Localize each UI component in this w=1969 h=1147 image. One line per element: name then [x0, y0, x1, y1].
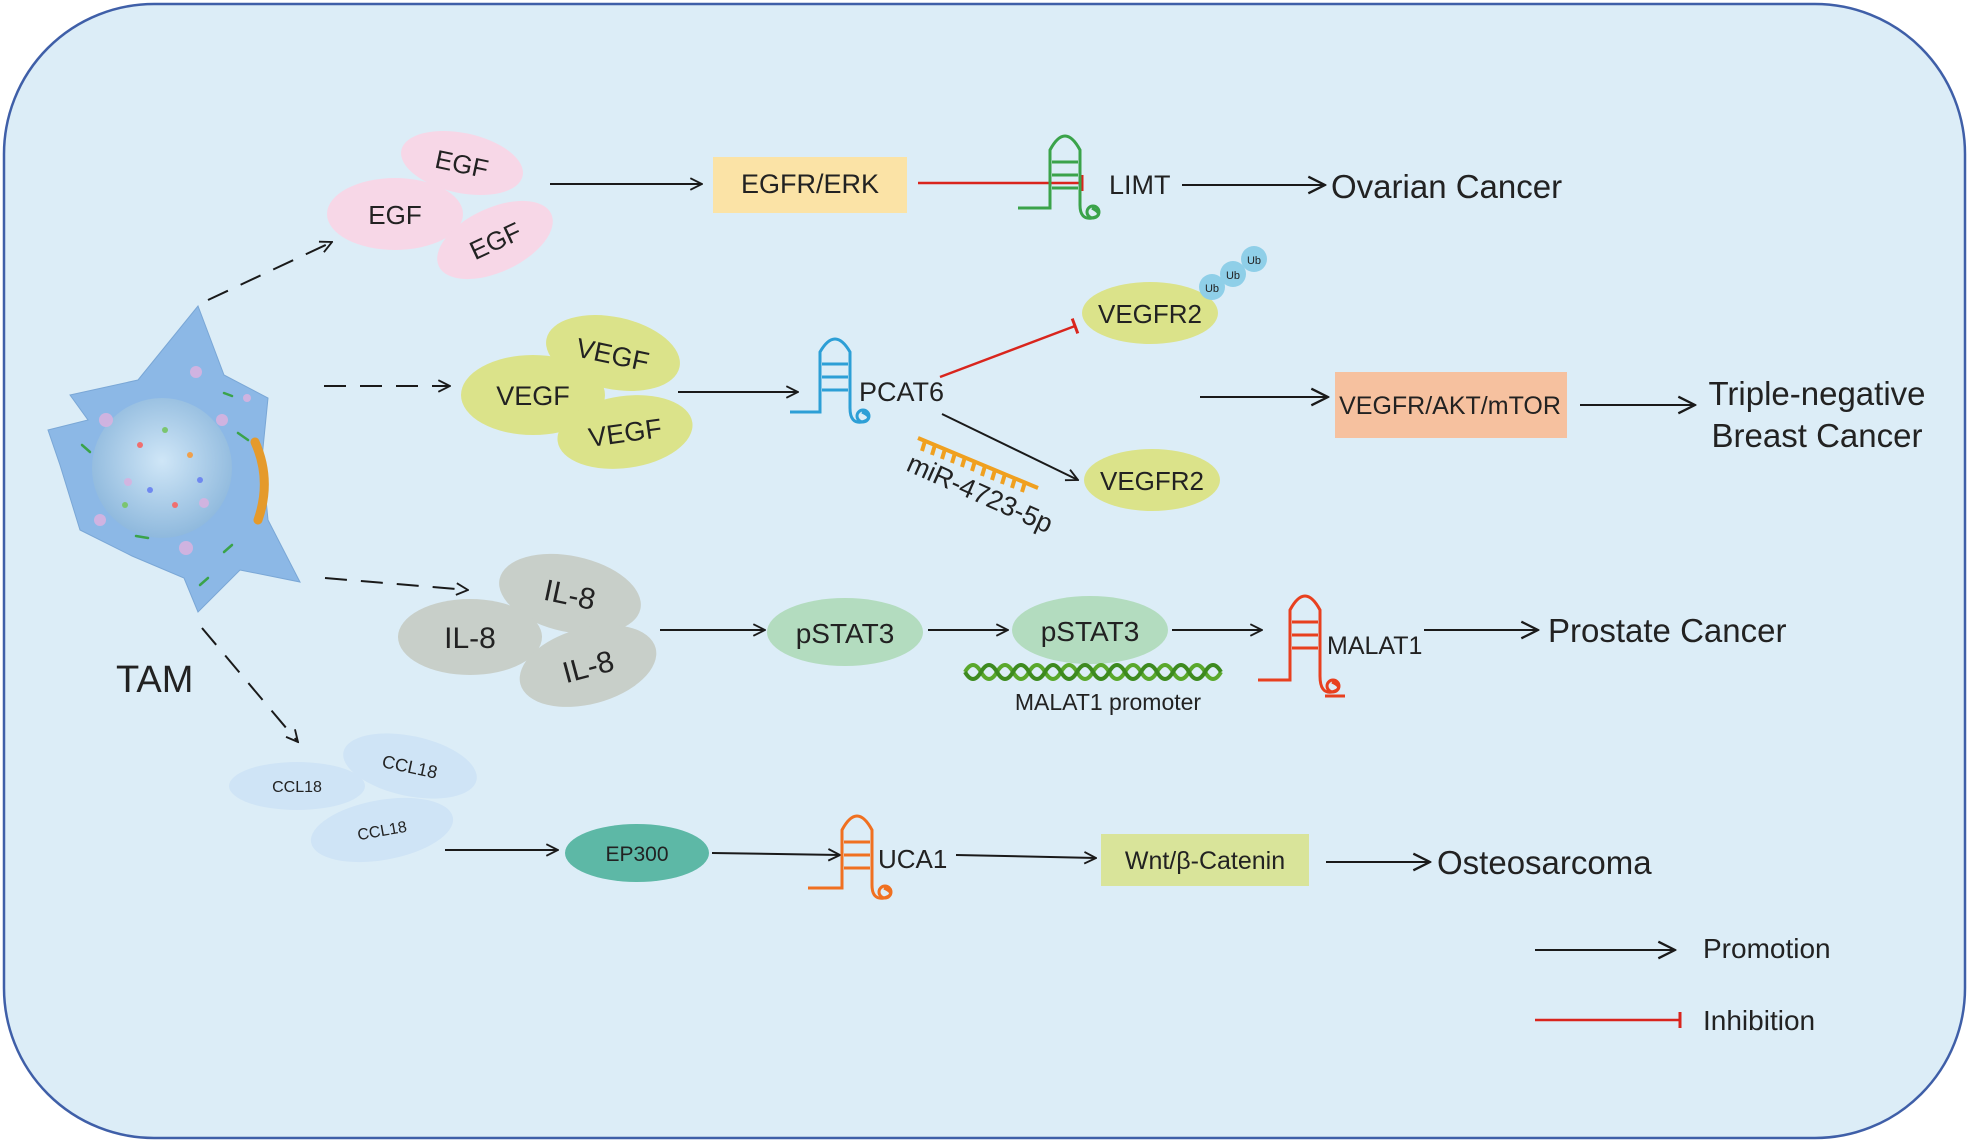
- uca1-label: UCA1: [878, 844, 947, 874]
- svg-text:EGFR/ERK: EGFR/ERK: [741, 169, 879, 199]
- tam-label: TAM: [116, 659, 193, 701]
- pstat3-2: pSTAT3: [1012, 596, 1168, 664]
- svg-text:Ub: Ub: [1226, 270, 1240, 282]
- il8-molecule: IL-8: [519, 625, 657, 707]
- svg-text:CCL18: CCL18: [272, 779, 322, 796]
- arrow-uca1-to-wnt: [955, 855, 1096, 858]
- arrow-ep300-to-uca1: [711, 853, 840, 855]
- organelle: [250, 437, 269, 525]
- limt-lncrna-icon: [1018, 134, 1101, 220]
- svg-text:IL-8: IL-8: [444, 622, 496, 655]
- tam-cell: TAM: [47, 305, 301, 701]
- legend-inhibition-label: Inhibition: [1703, 1005, 1815, 1036]
- svg-text:pSTAT3: pSTAT3: [1041, 616, 1140, 647]
- dashed-arrow-il8: [324, 577, 468, 590]
- tam-dashed-arrows: [201, 242, 468, 742]
- dashed-arrow-egf: [207, 242, 332, 301]
- svg-text:Wnt/β-Catenin: Wnt/β-Catenin: [1125, 847, 1285, 875]
- dna-helix-icon: [963, 663, 1223, 681]
- svg-text:VEGFR2: VEGFR2: [1098, 299, 1202, 329]
- egfr-erk-box: EGFR/ERK: [713, 157, 907, 213]
- egf-row: EGF EGF EGF EGFR/ERK LIMT Ovarian Cancer: [327, 130, 1562, 280]
- egf-molecule: EGF: [401, 130, 523, 196]
- ovarian-cancer-label: Ovarian Cancer: [1331, 168, 1562, 205]
- wnt-catenin-box: Wnt/β-Catenin: [1101, 834, 1309, 886]
- malat1-lncrna-icon: [1258, 594, 1345, 698]
- ep300-node: EP300: [565, 824, 709, 882]
- tnbc-label-line1: Triple-negative: [1708, 375, 1925, 412]
- malat1-promoter-label: MALAT1 promoter: [1015, 689, 1202, 715]
- svg-text:VEGF: VEGF: [496, 381, 570, 411]
- pcat6-lncrna-icon: [790, 337, 871, 424]
- granules: [94, 366, 251, 555]
- arrow-pcat6-to-vegfr2: [941, 413, 1078, 480]
- pcat6-label: PCAT6: [859, 377, 944, 407]
- svg-text:Ub: Ub: [1205, 283, 1219, 295]
- mirna-icon: [917, 436, 1039, 493]
- svg-text:VEGFR/AKT/mTOR: VEGFR/AKT/mTOR: [1339, 392, 1561, 420]
- dashed-arrow-ccl18: [201, 627, 298, 742]
- vegfr-akt-mtor-box: VEGFR/AKT/mTOR: [1335, 372, 1567, 438]
- svg-text:EP300: EP300: [605, 843, 668, 866]
- uca1-lncrna-icon: [808, 814, 893, 900]
- vegf-molecule: VEGF: [461, 355, 605, 435]
- il8-molecule: IL-8: [398, 599, 542, 675]
- ccl18-molecule: CCL18: [229, 762, 365, 810]
- pstat3-1: pSTAT3: [767, 598, 923, 666]
- legend-promotion-label: Promotion: [1703, 933, 1831, 964]
- nucleus: [92, 398, 232, 538]
- ccl18-molecule: CCL18: [310, 797, 454, 863]
- inhibit-pcat6-to-vegfr2: [939, 317, 1080, 379]
- tnbc-label-line2: Breast Cancer: [1712, 417, 1923, 454]
- egf-molecule: EGF: [327, 178, 463, 250]
- limt-label: LIMT: [1109, 170, 1171, 200]
- vegfr2-bottom: VEGFR2: [1084, 449, 1220, 511]
- vesicle-dots: [122, 427, 203, 508]
- malat1-label: MALAT1: [1327, 632, 1422, 660]
- il8-molecule: IL-8: [499, 553, 641, 635]
- egf-molecule: EGF: [437, 200, 553, 280]
- il8-row: IL-8 IL-8 IL-8 pSTAT3 pSTAT3 MALAT1 prom…: [398, 553, 1786, 715]
- svg-text:EGF: EGF: [368, 200, 421, 230]
- prostate-cancer-label: Prostate Cancer: [1548, 612, 1786, 649]
- svg-text:pSTAT3: pSTAT3: [796, 618, 895, 649]
- svg-text:Ub: Ub: [1247, 255, 1261, 267]
- vegf-molecule: VEGF: [557, 395, 693, 469]
- cytoskeleton-marks: [80, 391, 250, 587]
- legend: Promotion Inhibition: [1535, 933, 1831, 1036]
- ubiquitin-chain: Ub Ub Ub: [1199, 246, 1267, 300]
- vegfr2-top: VEGFR2: [1082, 282, 1218, 344]
- svg-text:VEGFR2: VEGFR2: [1100, 466, 1204, 496]
- osteosarcoma-label: Osteosarcoma: [1437, 844, 1652, 881]
- ccl18-row: CCL18 CCL18 CCL18 EP300 UCA1 Wnt/β-Caten…: [229, 733, 1652, 900]
- ccl18-molecule: CCL18: [343, 733, 477, 799]
